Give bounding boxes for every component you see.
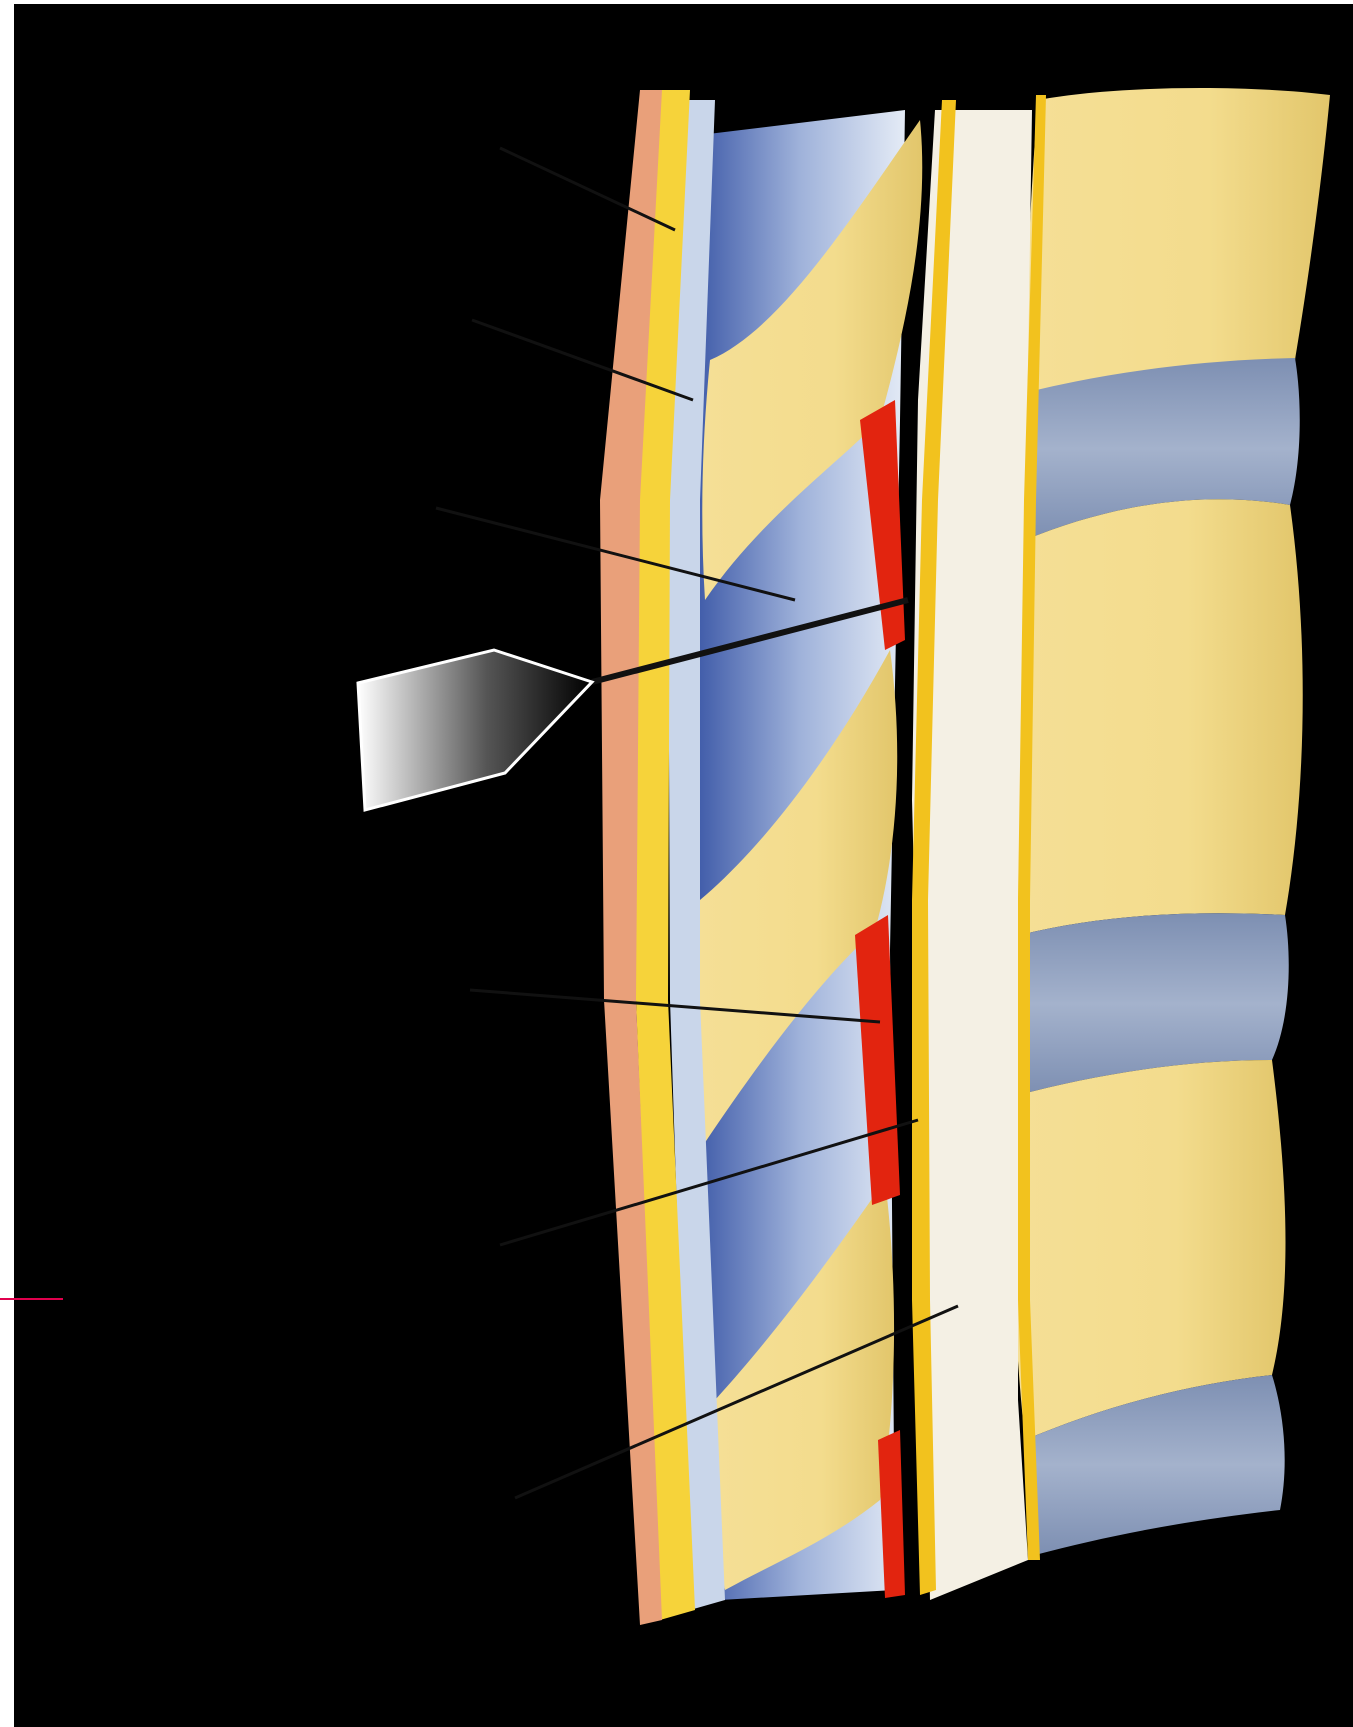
- vertebral-body: [1027, 88, 1330, 392]
- posterior-elements: [695, 110, 922, 1600]
- epidural-region: [912, 95, 1046, 1600]
- vertebral-body: [1015, 499, 1302, 935]
